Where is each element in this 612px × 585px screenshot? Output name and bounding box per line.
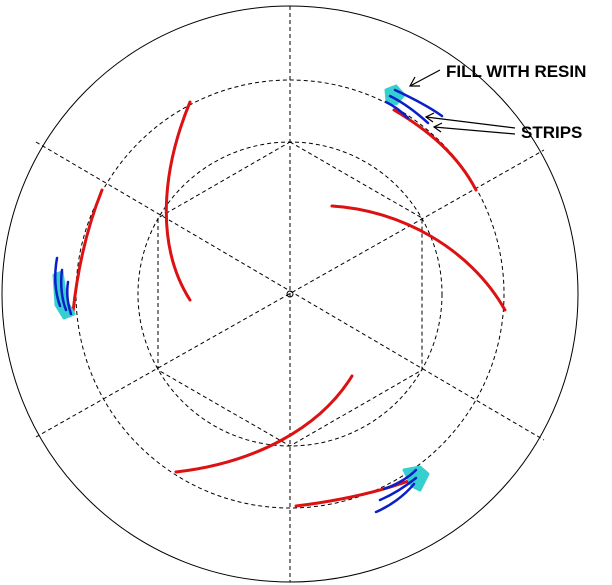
red-curve <box>71 188 104 314</box>
dashed-hexagon <box>157 141 423 447</box>
strip <box>374 482 416 514</box>
resin-fill <box>384 84 406 106</box>
red-curve <box>392 108 478 192</box>
strip <box>393 88 444 118</box>
strips-label: STRIPS <box>521 123 582 142</box>
strip <box>382 468 418 491</box>
strip <box>59 268 68 312</box>
diagonal-guide-b <box>35 149 545 438</box>
red-curve <box>330 204 507 312</box>
center-mark <box>286 290 294 298</box>
strip <box>378 476 418 502</box>
fill-with-resin-label: FILL WITH RESIN <box>446 62 586 81</box>
strip <box>388 94 430 125</box>
red-curve <box>174 374 354 474</box>
strip <box>384 100 410 120</box>
strip-pointer-arrow <box>424 112 516 129</box>
resin-pointer-arrow <box>408 69 441 87</box>
strip <box>54 256 62 308</box>
strip <box>65 280 73 316</box>
red-curve <box>164 100 192 302</box>
strip-pointer-arrow <box>432 122 516 135</box>
